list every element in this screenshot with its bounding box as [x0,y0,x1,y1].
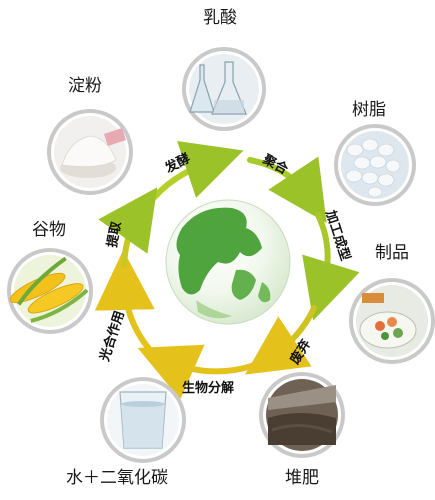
arrow-extraction [98,187,158,268]
node-label-products: 制品 [375,243,409,263]
node-lactic-acid-image [182,47,266,131]
node-label-compost: 堆肥 [285,468,319,488]
node-water-co2-image [100,377,186,463]
label-photosynthesis: 光合作用 [96,309,128,364]
node-products-image [349,278,435,364]
arrow-processing [302,212,360,321]
arrow-photosynthesis [94,250,155,353]
node-label-resin: 树脂 [352,100,386,120]
label-biodegradation: 生物分解 [182,380,234,396]
arrow-disposal [245,305,317,375]
node-grain-image [7,248,93,334]
node-label-starch: 淀粉 [68,76,102,96]
node-resin-image [334,124,416,206]
earth-globe [165,199,291,325]
arrow-biodegradation [137,344,258,400]
node-label-lactic-acid: 乳酸 [203,8,237,28]
label-extraction: 提取 [104,219,124,248]
cycle-arrows [94,141,360,400]
arrow-polymerization [247,156,327,223]
node-starch-image [47,109,133,195]
node-label-grain: 谷物 [32,220,66,240]
node-compost-image [259,372,345,458]
node-label-water-co2: 水＋二氧化碳 [66,468,168,488]
